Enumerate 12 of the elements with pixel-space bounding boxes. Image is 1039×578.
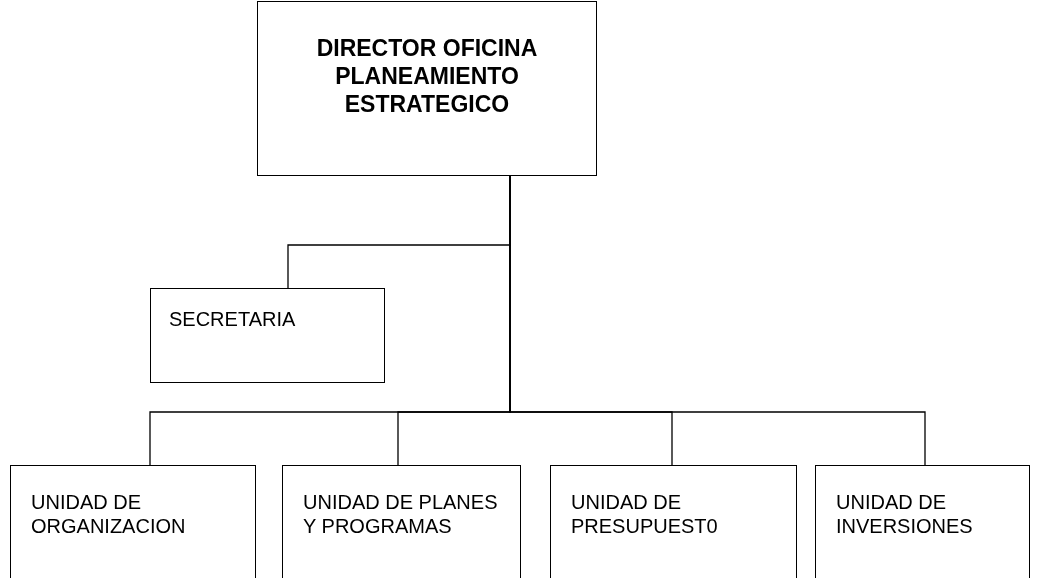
box-label: UNIDAD DE ORGANIZACION (31, 490, 187, 538)
box-label: UNIDAD DE PRESUPUEST0 (571, 490, 719, 538)
unit-box (150, 288, 385, 383)
unit-box (550, 465, 797, 578)
box-label: SECRETARIA (169, 307, 297, 331)
unit-box (815, 465, 1030, 578)
unit-box (282, 465, 521, 578)
box-title: DIRECTOR OFICINA PLANEAMIENTO ESTRATEGICO (315, 34, 539, 118)
box-label: UNIDAD DE PLANES Y PROGRAMAS (303, 490, 499, 538)
unit-box (10, 465, 256, 578)
box-label: UNIDAD DE INVERSIONES (836, 490, 974, 538)
director-box (257, 1, 597, 176)
